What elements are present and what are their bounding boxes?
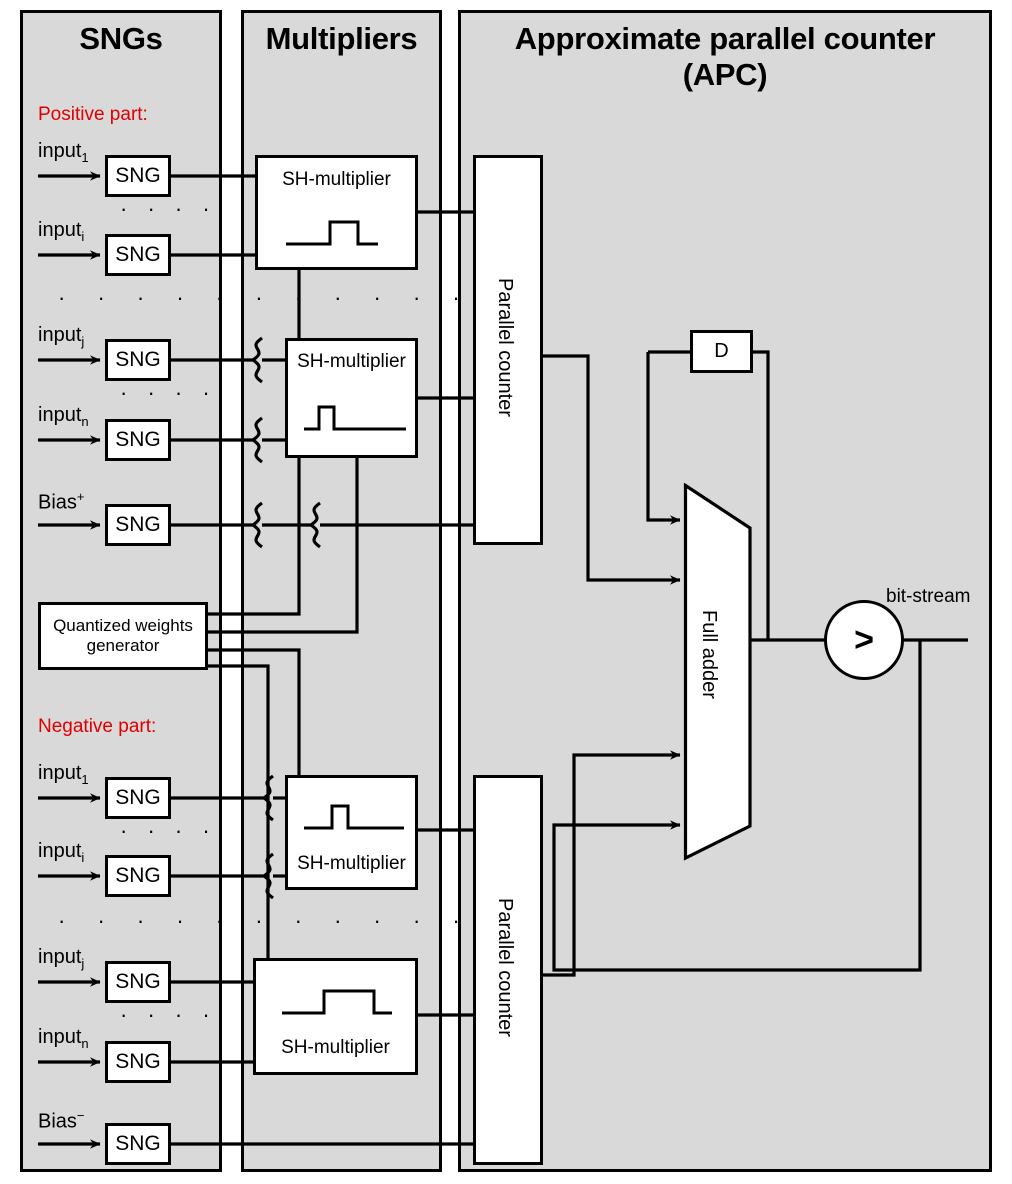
sh-multiplier-pos-2-label: SH-multiplier: [297, 351, 406, 372]
ellipsis-neg-2: · · · ·: [120, 1002, 217, 1027]
ellipsis-pos-1: · · · ·: [120, 196, 217, 221]
comparator[interactable]: >: [824, 600, 904, 680]
input-label-neg-1: input1: [38, 762, 89, 787]
panel-apc-title-line1: Approximate parallel counter: [514, 21, 936, 56]
sh-multiplier-pos-1-label: SH-multiplier: [282, 169, 391, 190]
ellipsis-neg-1: · · · ·: [120, 818, 217, 843]
waveform-icon-neg-1: [304, 804, 404, 830]
sng-pos-i[interactable]: SNG: [105, 234, 171, 276]
ellipsis-neg-mid: · · · · · · · · · · · ·: [58, 908, 513, 933]
sh-multiplier-pos-1[interactable]: SH-multiplier: [255, 155, 418, 270]
qwg-line2: generator: [86, 636, 160, 655]
waveform-icon-pos-1: [286, 220, 378, 246]
full-adder-label: Full adder: [698, 610, 720, 699]
parallel-counter-positive-label: Parallel counter: [494, 278, 516, 417]
bias-label-positive: Bias+: [38, 489, 85, 514]
input-label-neg-i: inputi: [38, 840, 85, 865]
parallel-counter-positive[interactable]: [473, 155, 543, 545]
bit-stream-label: bit-stream: [886, 586, 971, 607]
input-label-pos-n: inputn: [38, 404, 89, 429]
sng-pos-1[interactable]: SNG: [105, 155, 171, 197]
full-adder-shape[interactable]: [683, 483, 753, 861]
quantized-weights-generator[interactable]: Quantized weights generator: [38, 602, 208, 670]
parallel-counter-negative-label: Parallel counter: [494, 898, 516, 1037]
sh-multiplier-pos-2[interactable]: SH-multiplier: [285, 338, 418, 458]
bias-label-negative: Bias−: [38, 1108, 85, 1133]
sng-neg-i[interactable]: SNG: [105, 855, 171, 897]
negative-part-label: Negative part:: [38, 716, 157, 737]
sng-pos-j[interactable]: SNG: [105, 339, 171, 381]
input-label-neg-n: inputn: [38, 1026, 89, 1051]
panel-sngs-title: SNGs: [79, 21, 163, 56]
sng-bias-positive[interactable]: SNG: [105, 504, 171, 546]
sh-multiplier-neg-1[interactable]: SH-multiplier: [285, 775, 418, 890]
sng-pos-n[interactable]: SNG: [105, 419, 171, 461]
parallel-counter-negative[interactable]: [473, 775, 543, 1165]
sng-bias-negative[interactable]: SNG: [105, 1123, 171, 1165]
panel-apc-title-line2: (APC): [682, 57, 768, 92]
sh-multiplier-neg-2[interactable]: SH-multiplier: [253, 958, 418, 1075]
panel-multipliers-title: Multipliers: [265, 21, 418, 56]
waveform-icon-pos-2: [304, 405, 406, 431]
sh-multiplier-neg-2-label: SH-multiplier: [281, 1037, 390, 1058]
waveform-icon-neg-2: [282, 989, 392, 1015]
input-label-pos-i: inputi: [38, 219, 85, 244]
sng-neg-j[interactable]: SNG: [105, 961, 171, 1003]
d-flip-flop[interactable]: D: [690, 330, 753, 373]
sng-neg-1[interactable]: SNG: [105, 777, 171, 819]
sng-neg-n[interactable]: SNG: [105, 1041, 171, 1083]
ellipsis-pos-2: · · · ·: [120, 380, 217, 405]
input-label-pos-1: input1: [38, 140, 89, 165]
positive-part-label: Positive part:: [38, 104, 148, 125]
ellipsis-pos-mid: · · · · · · · · · · · ·: [58, 285, 513, 310]
input-label-neg-j: inputj: [38, 946, 85, 971]
qwg-line1: Quantized weights: [53, 615, 193, 635]
sh-multiplier-neg-1-label: SH-multiplier: [297, 853, 406, 874]
input-label-pos-j: inputj: [38, 324, 85, 349]
